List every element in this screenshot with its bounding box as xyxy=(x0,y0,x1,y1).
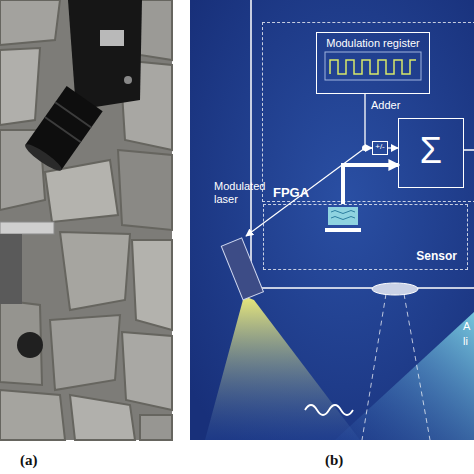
laser-body xyxy=(221,238,263,300)
camera-body xyxy=(68,0,142,110)
laser-device xyxy=(221,238,263,300)
sign-box: +/- xyxy=(372,141,388,155)
lens-front xyxy=(22,141,64,174)
view-ray xyxy=(362,294,386,440)
fpga-region-text: FPGA xyxy=(273,186,309,200)
stone xyxy=(122,332,172,410)
stone xyxy=(0,0,60,45)
sensor-chip xyxy=(328,207,358,225)
sensor-region: Sensor xyxy=(263,204,468,270)
fpga-region: FPGAModulation register+/-AdderΣ xyxy=(262,22,474,202)
panel-background xyxy=(190,0,474,440)
camera-lens xyxy=(22,86,102,174)
register-box: Modulation register xyxy=(316,32,430,94)
mount-arm xyxy=(0,222,54,234)
adder-box: AdderΣ xyxy=(398,118,464,188)
stone xyxy=(140,415,172,440)
stone xyxy=(70,395,135,440)
laser-beam xyxy=(205,296,360,440)
sign-box-text: +/- xyxy=(373,143,387,152)
light-label: li xyxy=(463,335,468,348)
adder-box-text: Adder xyxy=(371,99,400,111)
mount-post xyxy=(0,234,22,304)
wall-background xyxy=(0,0,172,440)
output-wire xyxy=(464,149,474,151)
cable-connector xyxy=(100,30,124,46)
stone xyxy=(50,315,120,390)
sensor-base xyxy=(325,228,361,232)
ambient-light xyxy=(335,312,474,440)
register-box-text: Modulation register xyxy=(317,37,429,49)
lens-ring xyxy=(45,117,81,142)
stone xyxy=(118,150,172,230)
camera-socket xyxy=(124,76,132,84)
stone xyxy=(132,240,172,330)
camera-lens xyxy=(372,283,418,295)
mount-knob xyxy=(17,332,43,358)
panel-caption: (b) xyxy=(325,451,343,469)
sine-wave xyxy=(305,405,353,415)
signal-arrow xyxy=(365,94,372,148)
sensor-region-text: Sensor xyxy=(416,250,457,263)
stone xyxy=(0,300,42,385)
light-label: A xyxy=(463,320,470,333)
laser-label: Modulated laser xyxy=(214,180,276,206)
stone xyxy=(0,390,65,440)
lens-ring xyxy=(55,102,91,127)
stone xyxy=(0,48,40,125)
camera-outline xyxy=(251,0,474,288)
square-wave xyxy=(330,60,416,74)
waveform-window xyxy=(325,52,421,80)
view-ray xyxy=(404,294,430,440)
adder-box-text: Σ xyxy=(399,131,463,171)
stone xyxy=(60,232,130,310)
chip-waves xyxy=(331,211,355,220)
stone-wall xyxy=(0,0,172,440)
panel-caption: (a) xyxy=(20,451,38,469)
signal-arrow xyxy=(343,165,398,204)
signal-arrow xyxy=(388,147,398,148)
